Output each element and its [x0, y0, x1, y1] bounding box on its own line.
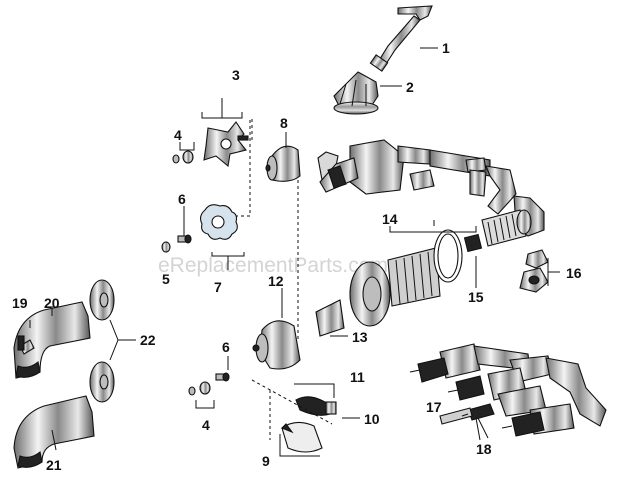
tub-spout-20-part — [13, 301, 91, 379]
button-4b-part — [188, 381, 211, 396]
button-4-part — [172, 150, 194, 164]
stem-17-part — [439, 403, 495, 425]
callout-8: 8 — [280, 115, 288, 131]
callout-21: 21 — [46, 457, 62, 473]
flange-part — [315, 261, 391, 337]
callout-1: 1 — [442, 40, 450, 56]
callout-3: 3 — [232, 67, 240, 83]
callout-4: 4 — [174, 127, 182, 143]
cartridge-15-part — [463, 209, 532, 253]
callout-10: 10 — [364, 411, 380, 427]
callout-4b: 4 — [202, 417, 210, 433]
valve-body-lower-part — [409, 343, 607, 437]
lever-handle-11-part — [295, 396, 337, 416]
valve-body-upper-part — [317, 139, 545, 237]
callout-17: 17 — [426, 399, 442, 415]
escutcheon-12-part — [252, 320, 301, 370]
callout-20: 20 — [44, 295, 60, 311]
alignment-dashes — [236, 118, 333, 440]
flange-22a-part — [89, 279, 115, 321]
bonnet-8-part — [265, 145, 301, 182]
callout-9: 9 — [262, 453, 270, 469]
flange-22b-part — [89, 361, 115, 403]
lever-handle-9-part — [281, 421, 323, 453]
shower-arm-part — [369, 5, 433, 72]
callout-6b: 6 — [222, 339, 230, 355]
callout-2: 2 — [406, 79, 414, 95]
callout-11: 11 — [350, 369, 365, 385]
callout-12: 12 — [268, 273, 284, 289]
watermark-text: eReplacementParts.com — [158, 254, 388, 277]
washer-5-part — [161, 241, 171, 253]
cross-handle-exploded-part — [199, 204, 238, 240]
callout-6: 6 — [178, 191, 186, 207]
callout-18: 18 — [476, 441, 492, 457]
callout-22: 22 — [140, 332, 156, 348]
callout-15: 15 — [468, 289, 484, 305]
callout-16: 16 — [566, 265, 582, 281]
screw-6b-part — [215, 372, 230, 382]
tub-spout-21-part — [13, 395, 95, 469]
callout-14: 14 — [382, 211, 398, 227]
sleeve-14-part — [387, 229, 463, 307]
callout-5: 5 — [162, 271, 170, 287]
callout-7: 7 — [214, 279, 222, 295]
cross-handle-part — [203, 121, 249, 168]
leader-lines — [29, 47, 560, 457]
screw-6-part — [177, 234, 192, 244]
shower-head-part — [333, 71, 379, 115]
callout-13: 13 — [352, 329, 368, 345]
callout-19: 19 — [12, 295, 28, 311]
nuts-16-part — [519, 249, 549, 293]
